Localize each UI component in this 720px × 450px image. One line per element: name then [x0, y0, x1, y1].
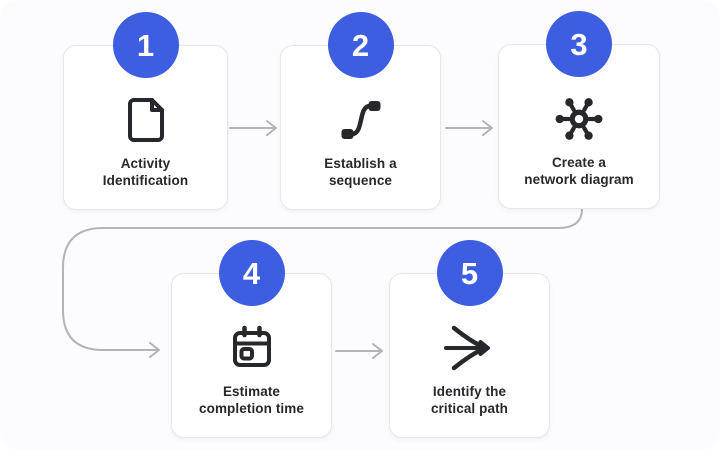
- step-2-label: Establish a sequence: [324, 156, 397, 188]
- merge-arrow-icon: [390, 321, 549, 375]
- step-card-2: 2 Establish a sequence: [280, 12, 441, 210]
- step-number: 1: [136, 27, 155, 63]
- step-4-badge: 4: [218, 240, 285, 306]
- arrowhead: [149, 342, 160, 358]
- step-2-badge: 2: [327, 12, 394, 78]
- step-1-label: Activity Identification: [102, 156, 189, 188]
- route-icon: [281, 93, 440, 147]
- step-number: 5: [460, 255, 479, 291]
- step-card-5: 5 Identify the critical path: [389, 240, 550, 438]
- step-5-badge: 5: [436, 240, 503, 306]
- step-number: 2: [351, 27, 370, 63]
- step-4-label: Estimate completion time: [198, 384, 304, 416]
- step-3-label: Create a network diagram: [524, 155, 634, 187]
- calendar-icon: [172, 321, 331, 375]
- arrowhead: [482, 120, 493, 136]
- document-icon: [64, 93, 227, 147]
- step-1-badge: 1: [112, 12, 179, 78]
- step-card-1: 1 Activity Identification: [63, 12, 228, 210]
- arrowhead: [372, 343, 383, 359]
- step-3-badge: 3: [546, 11, 612, 77]
- step-number: 4: [242, 255, 261, 291]
- step-number: 3: [570, 26, 588, 62]
- step-5-label: Identify the critical path: [430, 384, 509, 416]
- arrowhead: [266, 120, 277, 136]
- arrow-step3-step4: [62, 208, 583, 351]
- step-card-3: 3 Create a network diagram: [498, 11, 660, 209]
- network-icon: [499, 92, 659, 146]
- step-card-4: 4 Estimate completion time: [171, 240, 332, 438]
